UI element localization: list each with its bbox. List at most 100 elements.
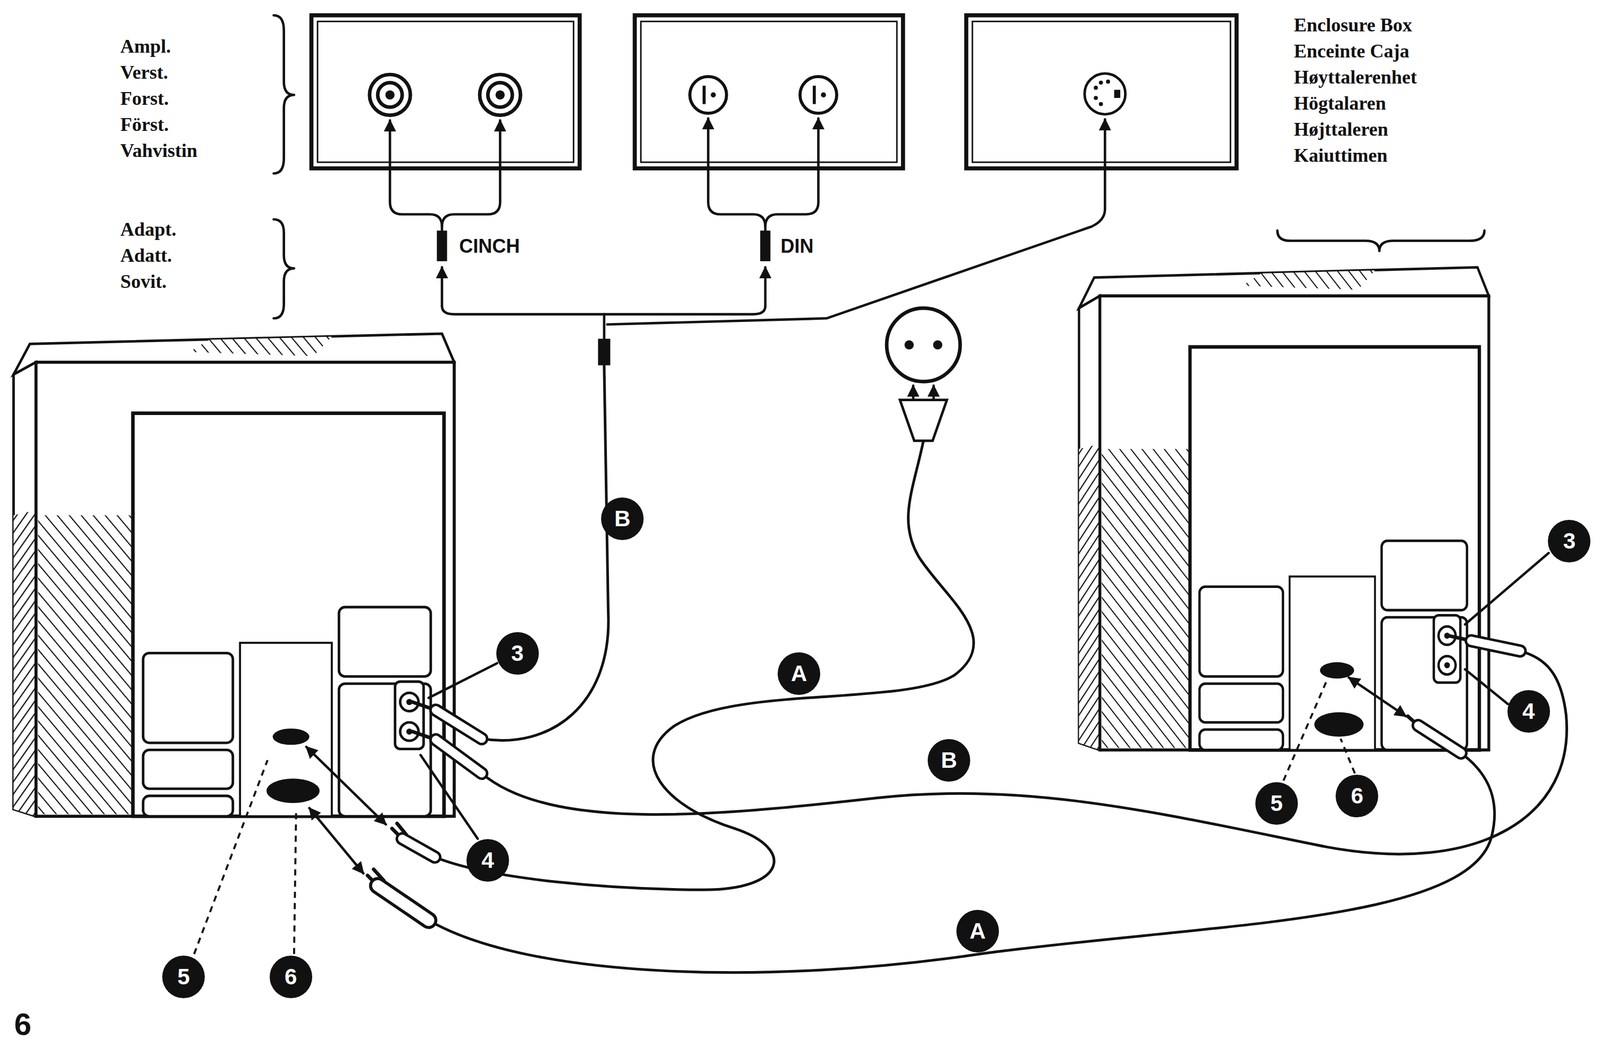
din-socket [1098, 80, 1104, 85]
plug [367, 635, 1521, 921]
amplifier-panel [972, 21, 1231, 163]
cable-letter: A [777, 652, 821, 695]
plug [1471, 640, 1521, 651]
plug [1418, 725, 1462, 753]
adapter-cable [442, 305, 766, 314]
leader-line [1283, 681, 1327, 781]
mains-outlet [932, 340, 943, 350]
adapter-cable [389, 120, 443, 231]
label-text: 4 [1522, 700, 1535, 723]
callout-number: 6 [1335, 774, 1379, 818]
cable [428, 752, 1495, 972]
label-text: Adapt. Adatt. Sovit. [120, 216, 177, 295]
amplifier-panel [311, 15, 580, 169]
mains-outlet [904, 340, 914, 350]
leader-line [294, 811, 297, 954]
adapter-cable [442, 120, 500, 227]
mains-outlet [900, 400, 947, 441]
bracket [273, 219, 295, 319]
callout-number: 4 [1507, 689, 1550, 733]
plug [377, 885, 429, 921]
label-text: A [969, 919, 986, 943]
cinch-jack [369, 74, 521, 116]
callout-number: 5 [162, 955, 205, 998]
adapter-cable [707, 118, 765, 231]
mains-outlet [912, 385, 915, 400]
cinch-jack [377, 82, 403, 107]
din-socket [1084, 73, 1126, 115]
callout-number: 5 [1255, 781, 1298, 825]
leader-line [194, 760, 268, 954]
callout-number: 4 [466, 838, 510, 882]
bracket [273, 15, 295, 174]
leader-line [194, 552, 1549, 954]
cinch-jack [479, 74, 521, 116]
speaker-enclosure [1079, 267, 1489, 750]
label-text: 5 [177, 965, 190, 988]
cable-letter: B [601, 497, 644, 540]
mains-outlet [886, 307, 961, 441]
mains-outlet [886, 307, 961, 382]
adapter-label-list: Adapt. Adatt. Sovit. [120, 216, 177, 295]
label-text: B [940, 748, 957, 772]
din-socket [1105, 79, 1111, 85]
label-text: 5 [1270, 792, 1283, 815]
plug-type-label: CINCH [459, 235, 520, 257]
insertion-arrow [1348, 677, 1406, 716]
plug [1418, 725, 1462, 753]
label-text: 6 [14, 1006, 32, 1041]
plug [435, 710, 482, 739]
label-text: 3 [511, 642, 524, 665]
label-text: 3 [1563, 529, 1576, 553]
cable [481, 365, 609, 741]
plug [435, 710, 482, 739]
adapter-cable [765, 118, 819, 227]
plug [402, 838, 435, 857]
label-text: 6 [284, 965, 297, 988]
din-socket [1098, 102, 1104, 107]
label-text: A [790, 662, 807, 685]
plug [377, 885, 429, 921]
cable-letter: B [927, 738, 971, 782]
amplifier-panel [966, 15, 1237, 169]
cable-letter: A [956, 909, 999, 953]
cinch-jack [495, 90, 505, 100]
cinch-jack [385, 90, 395, 100]
mains-outlet [932, 385, 936, 400]
cable [428, 365, 1568, 973]
plug [435, 739, 482, 773]
adapter-cable [597, 338, 611, 366]
insertion-arrow [306, 677, 1406, 873]
cable [434, 440, 974, 890]
figure-number: 6 [14, 1007, 32, 1040]
amplifier-panel [311, 15, 1237, 169]
plug [435, 739, 482, 773]
bracket [1277, 230, 1485, 251]
enclosure-label-list: Enclosure Box Enceinte Caja Høyttalerenh… [1293, 12, 1417, 169]
leader-line [1464, 552, 1549, 624]
cinch-jack [369, 74, 411, 116]
label-text: 4 [481, 848, 494, 872]
callout-number: 3 [496, 631, 539, 675]
din-socket [1114, 89, 1121, 98]
label-text: CINCH [459, 235, 520, 257]
insertion-arrow [309, 807, 364, 874]
adapter-cable [603, 314, 606, 339]
leader-line [1340, 738, 1355, 773]
device-label-list: Ampl. Verst. Forst. Först. Vahvistin [120, 33, 198, 164]
amplifier-panel [634, 15, 903, 169]
plug [1471, 640, 1521, 651]
label-text: Enclosure Box Enceinte Caja Høyttalerenh… [1293, 12, 1417, 169]
adapter-cable [440, 267, 444, 306]
amplifier-panel [640, 21, 897, 163]
din-socket [1084, 73, 1126, 115]
amplifier-panel [317, 21, 574, 163]
din-socket [1093, 85, 1098, 90]
din-jack [702, 85, 706, 105]
cinch-jack [487, 82, 513, 107]
din-jack [812, 85, 816, 105]
adapter-cable [763, 267, 767, 306]
plug [402, 838, 435, 857]
callout-number: 6 [269, 955, 313, 998]
